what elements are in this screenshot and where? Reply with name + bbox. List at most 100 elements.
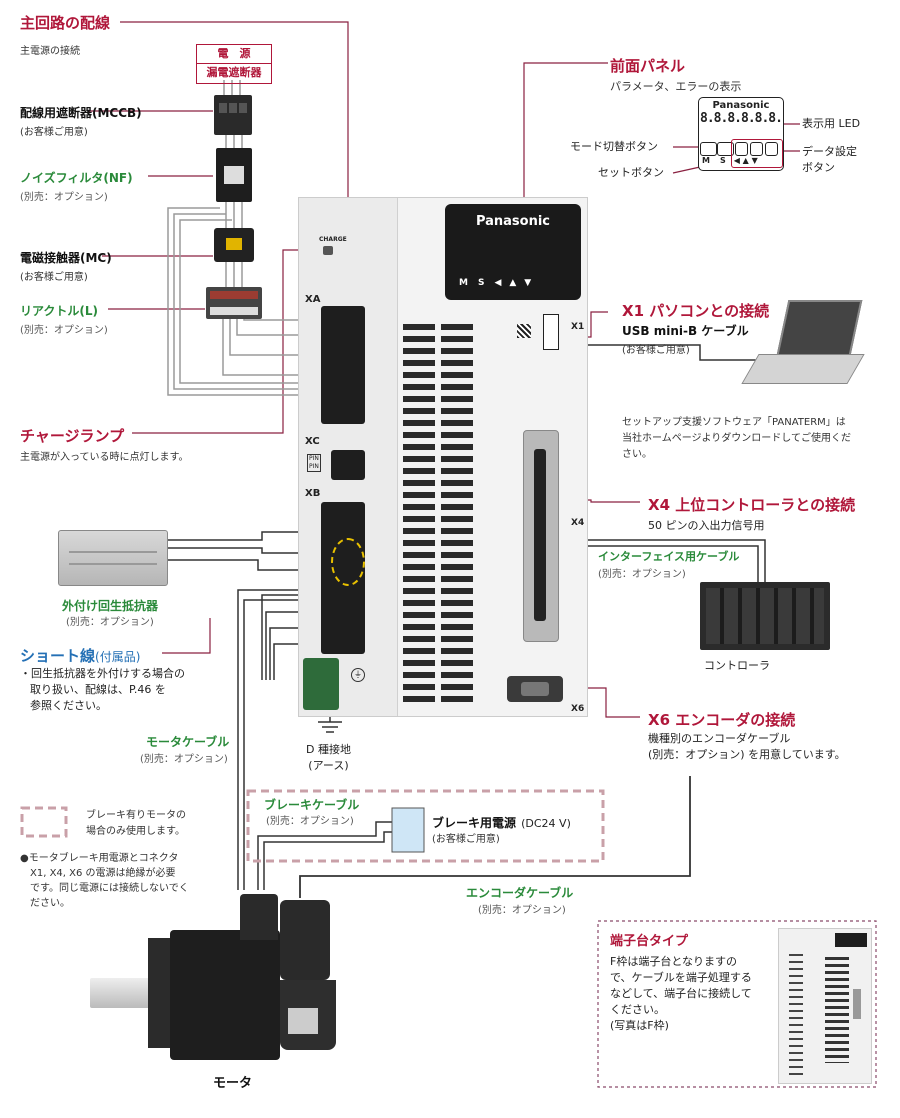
brake-power-suffix: (DC24 V) <box>521 817 571 830</box>
short-wire-title-row: ショート線(付属品) <box>20 645 140 666</box>
terminal-title: 端子台タイプ <box>610 934 689 949</box>
short-wire-suffix: (付属品) <box>95 650 141 664</box>
front-panel-title: 前面パネル <box>610 57 686 75</box>
x4-title: X4 上位コントローラとの接続 <box>648 496 856 514</box>
driver-front-panel[interactable]: Panasonic <box>445 204 581 300</box>
interface-cable-note: (別売：オプション) <box>598 569 686 580</box>
main-circuit-subtitle: 主電源の接続 <box>20 46 80 57</box>
data-button-label: データ設定 ボタン <box>802 145 857 174</box>
data-button-up[interactable] <box>750 142 763 156</box>
x1-software: セットアップ支援ソフトウェア「PANATERM」は 当社ホームページよりダウンロ… <box>622 417 851 460</box>
driver-key-up[interactable]: ▲ <box>509 278 517 288</box>
ground-symbol-icon: ⏚ <box>351 668 365 682</box>
x1-note: (お客様ご用意) <box>622 345 690 356</box>
leader-x6 <box>570 687 640 718</box>
ground-label: D 種接地 (アース) <box>306 743 351 772</box>
x6-label: X6 <box>571 704 585 714</box>
ground-terminal <box>303 658 339 710</box>
charge-lamp-desc: 主電源が入っている時に点灯します。 <box>20 452 189 463</box>
charge-lamp <box>323 246 333 255</box>
motor-label: モータ <box>213 1076 253 1091</box>
x6-desc: 機種別のエンコーダケーブル (別売：オプション) を用意しています。 <box>648 732 846 761</box>
mccb-note: (お客様ご用意) <box>20 127 88 138</box>
motor-cable-title: モータケーブル <box>146 735 230 749</box>
mode-button-label: モード切替ボタン <box>570 140 658 153</box>
motor-image <box>90 890 340 1070</box>
mc-title: 電磁接触器(MC) <box>20 251 112 265</box>
driver-brand: Panasonic <box>475 214 551 229</box>
x1-label: X1 <box>571 322 585 332</box>
brake-cable-note: (別売：オプション) <box>266 816 354 827</box>
legend-bullet: ●モータブレーキ用電源とコネクタ X1, X4, X6 の電源は絶縁が必要 です… <box>20 853 189 909</box>
mc-note: (お客様ご用意) <box>20 272 88 283</box>
motor-cable-note: (別売：オプション) <box>140 754 228 765</box>
short-wire-desc: ・回生抵抗器を外付けする場合の 取り扱い、配線は、P.46 を 参照ください。 <box>20 667 185 712</box>
regen-title: 外付け回生抵抗器 <box>62 599 159 613</box>
xb-label: XB <box>305 488 321 499</box>
controller-label: コントローラ <box>704 659 770 672</box>
driver-key-s[interactable]: S <box>477 278 485 288</box>
brake-cable-title: ブレーキケーブル <box>264 798 360 812</box>
short-wire-marker <box>331 538 365 586</box>
encoder-cable-line <box>299 776 691 898</box>
led-display: 8.8.8.8.8.8. <box>700 111 783 126</box>
xc-label: XC <box>305 436 320 447</box>
reactor-note: (別売：オプション) <box>20 325 108 336</box>
x4-label: X4 <box>571 518 585 528</box>
panel-brand: Panasonic <box>712 100 770 111</box>
nf-note: (別売：オプション) <box>20 192 108 203</box>
legend-text: ブレーキ有りモータの 場合のみ使用します。 <box>86 810 186 837</box>
contactor-device <box>214 228 254 262</box>
driver-key-left[interactable]: ◀ <box>494 278 502 288</box>
controller-image <box>700 582 830 650</box>
noise-filter-device <box>216 148 252 202</box>
set-button[interactable] <box>717 142 734 156</box>
data-buttons[interactable] <box>731 139 783 168</box>
x6-port[interactable] <box>507 676 563 702</box>
x4-port[interactable] <box>523 430 559 642</box>
driver-key-m[interactable]: M <box>459 278 468 288</box>
data-button-down[interactable] <box>765 142 778 156</box>
encoder-cable-note: (別売：オプション) <box>478 905 566 916</box>
x4-desc: 50 ピンの入出力信号用 <box>648 519 765 532</box>
laptop-icon <box>741 300 865 390</box>
regen-resistor <box>58 530 168 586</box>
encoder-cable-title: エンコーダケーブル <box>466 886 574 900</box>
data-button-left[interactable] <box>735 142 748 156</box>
terminal-text: F枠は端子台となりますの で、ケーブルを端子処理する などして、端子台に接続して… <box>610 955 752 1032</box>
brake-power-box <box>391 807 425 853</box>
terminal-dashed-box <box>597 920 877 1088</box>
xa-connector <box>321 306 365 424</box>
mccb-title: 配線用遮断器(MCCB) <box>20 106 142 120</box>
charge-label: CHARGE <box>319 236 347 243</box>
led-label: 表示用 LED <box>802 117 861 130</box>
set-button-label: セットボタン <box>598 166 664 179</box>
x1-cable: USB mini-B ケーブル <box>622 324 749 338</box>
regen-note: (別売：オプション) <box>66 617 154 628</box>
x6-title: X6 エンコーダの接続 <box>648 711 796 729</box>
reactor-title: リアクトル(L) <box>20 304 99 318</box>
charge-lamp-title: チャージランプ <box>20 427 125 445</box>
x1-title: X1 パソコンとの接続 <box>622 302 770 320</box>
mode-button[interactable] <box>700 142 717 156</box>
leader-front-panel <box>523 62 608 205</box>
panel-closeup: Panasonic 8.8.8.8.8.8. <box>698 97 784 171</box>
driver-key-down[interactable]: ▼ <box>524 278 532 288</box>
brake-power-title: ブレーキ用電源 <box>432 816 517 830</box>
xc-connector <box>331 450 365 480</box>
interface-cable-line <box>553 539 766 585</box>
usb-cable-line <box>563 344 770 361</box>
reactor-device <box>206 287 262 319</box>
legend-dashed-box <box>20 806 68 838</box>
leader-short <box>162 618 211 654</box>
nf-title: ノイズフィルタ(NF) <box>20 171 133 185</box>
motor-cable-line <box>237 589 322 890</box>
brake-power-note: (お客様ご用意) <box>432 834 500 845</box>
brake-dashed-region <box>246 789 605 863</box>
x1-port[interactable] <box>543 314 559 350</box>
interface-cable-title: インターフェイス用ケーブル <box>598 550 740 563</box>
qr-code <box>517 324 531 338</box>
